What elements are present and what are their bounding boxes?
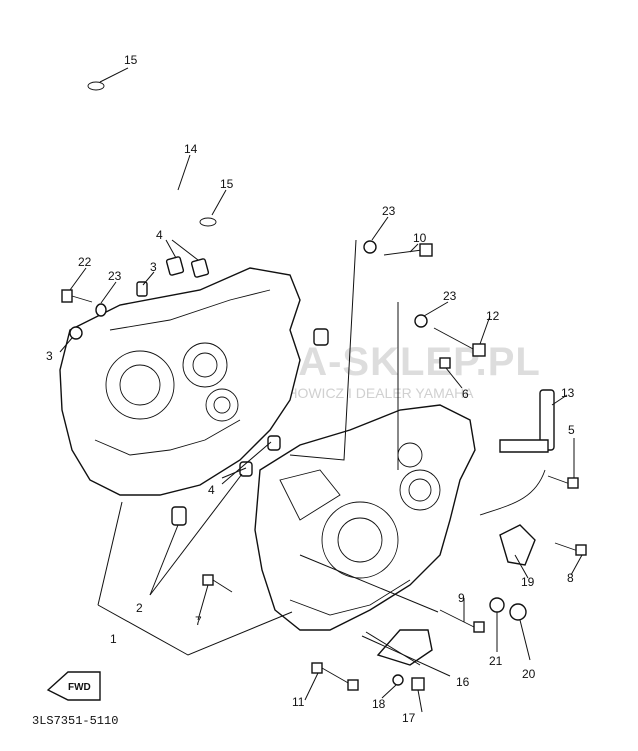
callout-12: 12	[486, 309, 500, 323]
right-crankcase-half	[254, 404, 476, 631]
callout-22: 22	[78, 255, 92, 269]
callout-10: 10	[413, 231, 427, 245]
callout-9: 9	[458, 591, 465, 605]
callout-18: 18	[372, 697, 386, 711]
callout-3-top: 3	[150, 260, 157, 274]
callout-8: 8	[567, 571, 574, 585]
fwd-arrow: FWD	[46, 671, 101, 701]
fwd-label: FWD	[68, 682, 91, 693]
leader-lines	[59, 67, 583, 713]
callout-20: 20	[522, 667, 536, 681]
watermark-subtext: SHOWICZ I DEALER YAMAHA	[278, 385, 474, 401]
callout-4-mid: 4	[208, 483, 215, 497]
callout-16: 16	[456, 675, 470, 689]
callout-7: 7	[195, 614, 202, 628]
left-crankcase-half	[59, 256, 301, 496]
callout-14: 14	[184, 142, 198, 156]
callout-labels: 15 14 15 4 3 22 23 3 23 10 23 12 6 13 5 …	[46, 53, 575, 725]
dowel-pins	[171, 328, 329, 526]
callout-19: 19	[521, 575, 535, 589]
callout-1: 1	[110, 632, 117, 646]
diagram-code: 3LS7351-5110	[32, 714, 118, 728]
callout-23-mid: 23	[443, 289, 457, 303]
callout-5: 5	[568, 423, 575, 437]
callout-2: 2	[136, 601, 143, 615]
callout-4-top: 4	[156, 228, 163, 242]
callout-13: 13	[561, 386, 575, 400]
callout-23-top: 23	[382, 204, 396, 218]
callout-23-left: 23	[108, 269, 122, 283]
callout-15-top: 15	[124, 53, 138, 67]
breather-hose	[77, 81, 217, 227]
bolts	[61, 240, 587, 691]
callout-6: 6	[462, 387, 469, 401]
callout-3-left: 3	[46, 349, 53, 363]
pipe-and-brackets	[376, 389, 555, 666]
callout-21: 21	[489, 654, 503, 668]
callout-11: 11	[292, 695, 305, 709]
callout-15-right: 15	[220, 177, 234, 191]
callout-17: 17	[402, 711, 416, 725]
